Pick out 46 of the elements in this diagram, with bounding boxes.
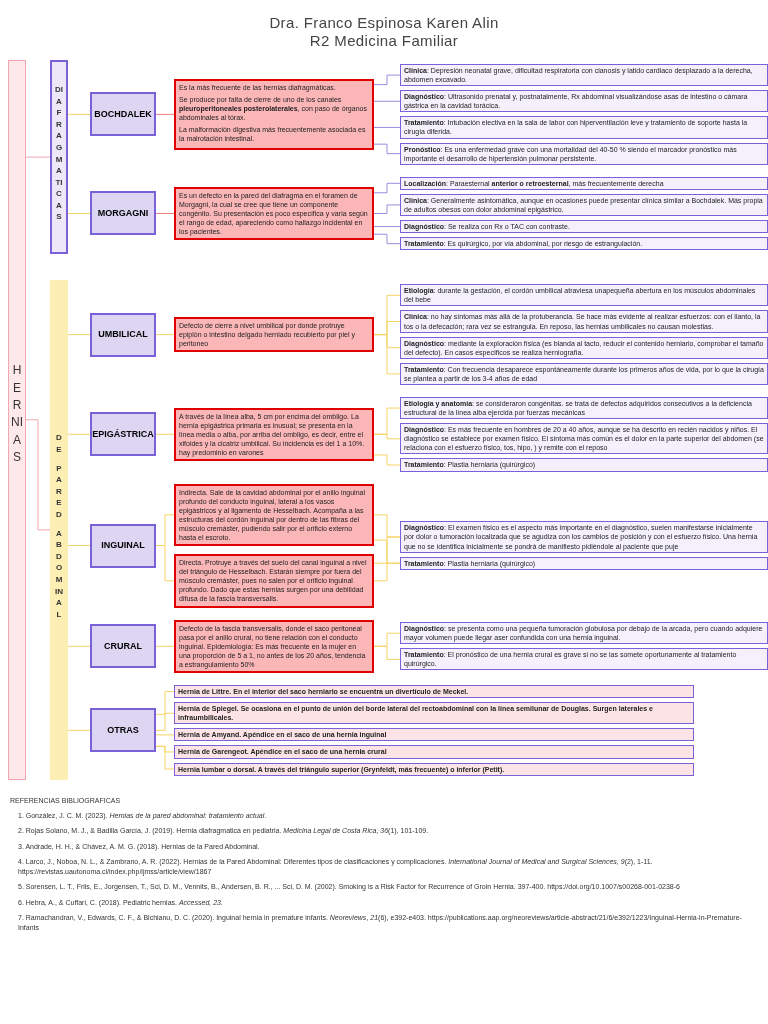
title: Dra. Franco Espinosa Karen Alin — [269, 14, 499, 32]
subtitle: R2 Medicina Familiar — [309, 32, 459, 50]
connector-line — [67, 729, 91, 731]
connector-line — [373, 233, 401, 245]
connector-line — [25, 156, 51, 158]
connector-line — [67, 645, 91, 647]
connector-line — [155, 745, 175, 770]
connector-line — [155, 712, 175, 731]
connector-line — [373, 126, 401, 128]
connector-line — [373, 536, 401, 582]
connector-line — [155, 334, 175, 336]
category-box: OTRAS — [90, 708, 156, 753]
connector-line — [373, 182, 401, 194]
group-column: DE PARED ABDOMINAL — [50, 280, 68, 780]
category-box: EPIGÁSTRICA — [90, 412, 156, 457]
category-box: INGUINAL — [90, 523, 156, 568]
connector-line — [373, 454, 401, 466]
connector-line — [155, 213, 175, 214]
connector-line — [373, 226, 401, 228]
connector-line — [155, 545, 175, 582]
connector-line — [155, 645, 175, 647]
category-box: CRURAL — [90, 624, 156, 669]
connector-line — [373, 204, 401, 214]
connector-line — [155, 113, 175, 115]
connector-line — [67, 433, 91, 435]
connector-line — [25, 419, 51, 531]
definition-box — [174, 78, 374, 151]
connector-line — [155, 734, 175, 736]
connector-line — [373, 334, 401, 375]
connector-line — [155, 433, 175, 435]
group-column: DIAFRAGMATICAS — [50, 60, 68, 255]
category-box: UMBILICAL — [90, 312, 156, 357]
connector-line — [67, 545, 91, 547]
title-column: HERNIAS — [8, 60, 26, 780]
connector-line — [373, 562, 401, 564]
connector-line — [67, 213, 91, 214]
connector-line — [373, 74, 401, 86]
category-box: BOCHDALEK — [90, 92, 156, 137]
connector-line — [373, 645, 401, 660]
category-box: MORGAGNI — [90, 191, 156, 236]
connector-line — [373, 433, 401, 440]
connector-line — [67, 334, 91, 336]
connector-line — [155, 691, 175, 715]
connector-line — [67, 113, 91, 115]
connector-line — [373, 143, 401, 155]
connector-line — [373, 100, 401, 102]
